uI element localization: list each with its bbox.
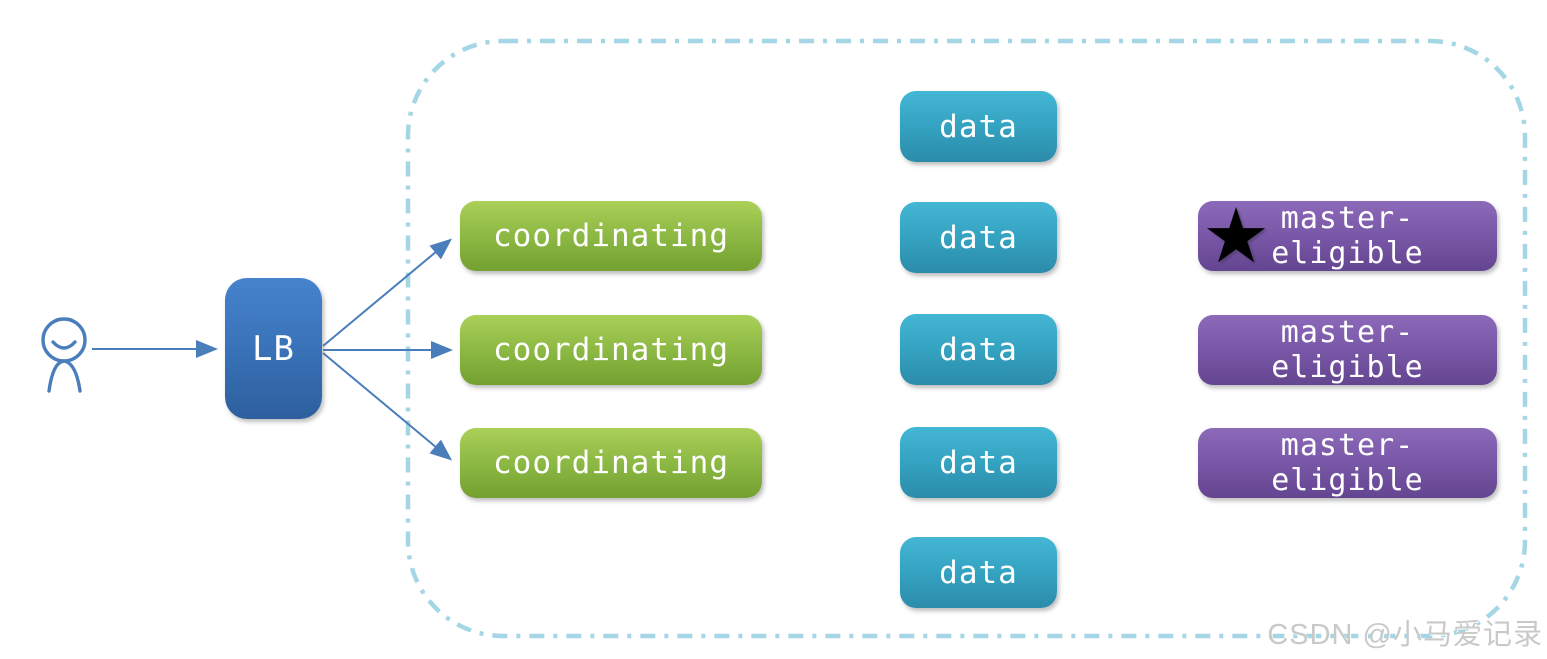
arrow-lb-to-coordinating-1 bbox=[322, 238, 453, 347]
master-eligible-node-1: ★ master- eligible bbox=[1198, 191, 1497, 280]
data-node-2: data bbox=[900, 202, 1057, 273]
master-eligible-node-2: master- eligible bbox=[1198, 315, 1497, 385]
data-node-1: data bbox=[900, 91, 1057, 162]
data-node-5: data bbox=[900, 537, 1057, 608]
request-arrows bbox=[92, 238, 453, 461]
load-balancer-node: LB bbox=[225, 278, 322, 419]
csdn-watermark: CSDN @小马爱记录 bbox=[1267, 619, 1543, 651]
coordinating-node-2: coordinating bbox=[460, 315, 762, 385]
data-node-4: data bbox=[900, 427, 1057, 498]
node-label: master- eligible bbox=[1271, 427, 1424, 498]
node-label: master- eligible bbox=[1271, 200, 1424, 271]
master-eligible-node-3: master- eligible bbox=[1198, 428, 1497, 498]
coordinating-node-3: coordinating bbox=[460, 428, 762, 498]
arrow-lb-to-coordinating-3 bbox=[322, 352, 453, 461]
black-star-icon: ★ bbox=[1202, 191, 1272, 280]
person-icon bbox=[41, 317, 87, 393]
data-node-3: data bbox=[900, 314, 1057, 385]
node-label: master- eligible bbox=[1271, 314, 1424, 385]
coordinating-node-1: coordinating bbox=[460, 201, 762, 271]
